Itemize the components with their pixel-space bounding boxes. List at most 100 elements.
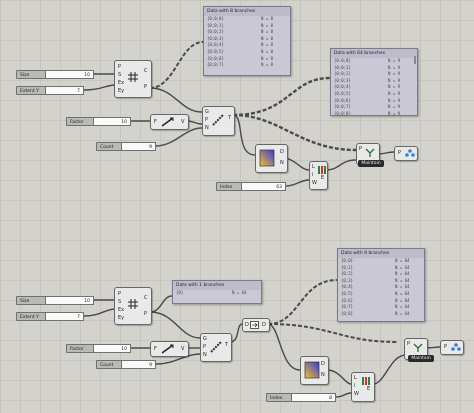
port-ex[interactable]: Ex xyxy=(118,307,125,313)
panel-row: {0;0;0}N = 8 xyxy=(204,16,290,23)
port-p[interactable]: P xyxy=(444,344,448,350)
port-n[interactable]: N xyxy=(205,125,209,131)
count-slider-2[interactable]: Count 9 xyxy=(96,359,156,369)
port-f[interactable]: F xyxy=(154,346,157,352)
port-t[interactable]: T xyxy=(225,342,229,348)
list-item-component[interactable]: L i W E xyxy=(309,161,328,190)
panel-1-branch[interactable]: Data with 1 branches {0}N = 64 xyxy=(172,280,262,304)
count-slider[interactable]: Count 9 xyxy=(96,141,156,151)
port-e[interactable]: E xyxy=(367,386,371,392)
port-s[interactable]: S xyxy=(118,299,122,305)
gradient-ramp-component-2[interactable]: D N xyxy=(300,356,329,385)
port-g[interactable]: G xyxy=(205,109,209,115)
index-slider-2[interactable]: Index 8 xyxy=(266,392,336,402)
port-d-out[interactable]: D xyxy=(262,322,266,328)
port-v[interactable]: V xyxy=(181,119,185,125)
panel-scrollbar[interactable] xyxy=(414,56,416,64)
extent-y-slider-2[interactable]: Extent Y 7 xyxy=(16,311,84,321)
panel-row: {0;0;4}N = 8 xyxy=(204,42,290,49)
port-p[interactable]: P xyxy=(398,150,402,156)
slider-value[interactable]: 8 xyxy=(292,392,336,402)
port-p[interactable]: P xyxy=(359,146,363,152)
panel-row: {0;0;2}N = 8 xyxy=(204,29,290,36)
port-p[interactable]: P xyxy=(118,64,122,70)
vector-display-component[interactable]: P xyxy=(394,146,418,161)
port-c[interactable]: C xyxy=(144,295,148,301)
port-g[interactable]: G xyxy=(203,336,207,342)
port-s[interactable]: S xyxy=(118,72,122,78)
vector-display-component-2[interactable]: P xyxy=(440,340,464,355)
branch-count: N = 64 xyxy=(395,258,410,263)
shift-paths-component[interactable]: D D xyxy=(242,318,270,332)
slider-value[interactable]: 10 xyxy=(94,343,131,353)
port-n[interactable]: N xyxy=(321,372,325,378)
factor-slider[interactable]: Factor 10 xyxy=(66,116,131,126)
port-ex[interactable]: Ex xyxy=(118,80,125,86)
port-ey[interactable]: Ey xyxy=(118,315,125,321)
wire-shift-list xyxy=(267,323,398,343)
port-i[interactable]: i xyxy=(312,172,314,178)
port-p[interactable]: P xyxy=(205,117,209,123)
panel-row: {0;0;3}N = 8 xyxy=(204,36,290,43)
branch-count: N = 64 xyxy=(395,264,410,270)
slider-value[interactable]: 7 xyxy=(46,85,84,95)
slider-value[interactable]: 9 xyxy=(122,141,156,151)
port-t[interactable]: T xyxy=(228,115,232,121)
port-p[interactable]: P xyxy=(118,291,122,297)
branch-path: {0;4} xyxy=(341,284,354,290)
explode-tree-component[interactable]: P xyxy=(356,143,380,165)
index-slider[interactable]: Index 63 xyxy=(216,181,286,191)
gradient-ramp-component[interactable]: D N xyxy=(255,144,288,173)
tree-icon xyxy=(365,148,375,157)
branch-count: N = 8 xyxy=(261,42,274,48)
port-d[interactable]: D xyxy=(245,322,249,328)
slider-value[interactable]: 9 xyxy=(122,359,156,369)
port-c[interactable]: C xyxy=(144,68,148,74)
list-item-component-2[interactable]: L i W E xyxy=(351,372,375,402)
port-l[interactable]: L xyxy=(312,164,315,170)
branch-path: {0;0;5} xyxy=(207,48,224,54)
port-n[interactable]: N xyxy=(203,352,207,358)
port-d[interactable]: D xyxy=(280,149,284,155)
wire-vec-move xyxy=(186,120,203,125)
port-f[interactable]: F xyxy=(154,119,157,125)
port-v[interactable]: V xyxy=(181,346,185,352)
extent-y-slider[interactable]: Extent Y 7 xyxy=(16,85,84,95)
size-slider-2[interactable]: Size 10 xyxy=(16,295,94,305)
size-slider[interactable]: Size 10 xyxy=(16,69,94,79)
factor-slider-2[interactable]: Factor 10 xyxy=(66,343,131,353)
port-ey[interactable]: Ey xyxy=(118,88,125,94)
port-l[interactable]: L xyxy=(354,375,357,381)
shift-path-icon xyxy=(250,321,259,329)
panel-8-branches[interactable]: Data with 8 branches {0;0;0}N = 8{0;0;1}… xyxy=(203,6,291,76)
port-p-out[interactable]: P xyxy=(144,84,148,90)
move-component[interactable]: G P N T xyxy=(202,106,235,136)
wire-extent-grid xyxy=(83,84,115,91)
slider-value[interactable]: 10 xyxy=(46,295,94,305)
port-p[interactable]: P xyxy=(203,344,207,350)
port-n[interactable]: N xyxy=(280,160,284,166)
slider-value[interactable]: 10 xyxy=(94,116,131,126)
branch-count: N = 9 xyxy=(388,110,401,116)
slider-value[interactable]: 7 xyxy=(46,311,84,321)
panel-row: {0;0;7}N = 9 xyxy=(331,104,417,111)
port-i[interactable]: i xyxy=(354,383,356,389)
unit-z-vector-component-2[interactable]: F V xyxy=(150,341,189,357)
hex-grid-component[interactable]: P S Ex Ey C P xyxy=(114,60,152,98)
points-icon xyxy=(451,343,461,351)
port-p[interactable]: P xyxy=(407,341,411,347)
panel-64-branches[interactable]: Data with 64 branches {0;0;0}N = 9{0;0;1… xyxy=(330,48,418,116)
slider-value[interactable]: 10 xyxy=(46,69,94,79)
wire-grid-move-2 xyxy=(149,311,201,339)
hex-grid-component-2[interactable]: P S Ex Ey C P xyxy=(114,287,152,325)
port-e[interactable]: E xyxy=(321,175,325,181)
slider-value[interactable]: 63 xyxy=(242,181,286,191)
port-w[interactable]: W xyxy=(312,180,317,186)
panel-9-branches[interactable]: Data with 9 branches {0;0}N = 64{0;1}N =… xyxy=(337,248,425,322)
port-p-out[interactable]: P xyxy=(144,311,148,317)
port-w[interactable]: W xyxy=(354,391,359,397)
port-d[interactable]: D xyxy=(321,361,325,367)
unit-z-vector-component[interactable]: F V xyxy=(150,114,189,130)
grid-icon xyxy=(128,72,138,82)
move-component-2[interactable]: G P N T xyxy=(200,333,232,362)
